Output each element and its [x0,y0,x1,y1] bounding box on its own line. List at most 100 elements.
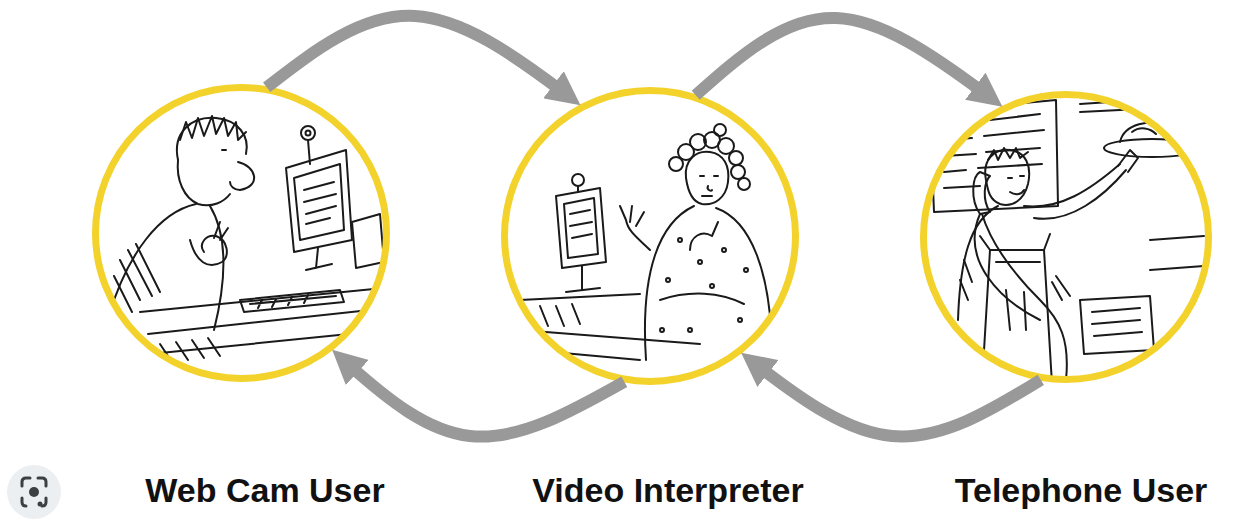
webcam-user-sketch [180,116,246,140]
yellow-ring [96,88,387,379]
interpreter-sketch [660,294,744,304]
lens-icon [7,465,61,519]
telephone-user-sketch [982,250,1052,384]
webcam-user-sketch [306,131,311,136]
interpreter-sketch [520,124,772,360]
interpreter-sketch [731,165,745,179]
interpreter-sketch [660,328,664,332]
interpreter-sketch [718,138,734,154]
telephone-user-sketch [1118,150,1138,172]
webcam-user-sketch [286,150,352,252]
interpreter-sketch [738,178,750,190]
telephone-user-sketch [973,172,990,214]
interpreter-sketch [520,294,700,360]
webcam-user-sketch [222,149,226,151]
telephone-user-sketch [1006,290,1026,330]
webcam-user-sketch [114,244,160,312]
webcam-user-sketch [230,162,254,190]
role-label: Web Cam User [145,470,384,510]
telephone-user-sketch [980,234,1050,262]
webcam-user-sketch [214,222,228,240]
telephone-user-sketch [982,214,1067,380]
interpreter-sketch [540,304,580,326]
webcam-user-sketch [250,295,336,308]
participant-circle: Video Interpreter [501,87,799,385]
interpreter-sketch [738,318,742,322]
interpreter-sketch [700,176,718,196]
label-group: Web Cam User [145,470,384,510]
telephone-user-sketch [1008,176,1024,194]
interpreter-sketch [722,248,726,252]
interpreter-sketch [669,157,683,171]
interpreter-sketch [690,134,706,150]
circle-outline [92,84,390,382]
interpreter-sketch [564,198,598,258]
lens-icon [38,502,43,507]
interpreter-sketch [678,144,694,160]
interpreter-sketch [620,206,650,250]
interpreter-sketch [704,132,720,148]
telephone-user-sketch [1034,170,1126,219]
telephone-user-sketch [1150,236,1204,270]
interpreter-sketch [698,260,702,264]
label-group: Telephone User [955,470,1208,510]
lens-icon [29,487,39,497]
role-label: Video Interpreter [532,470,803,510]
interpreter-sketch [729,151,743,165]
webcam-user-sketch [178,160,230,205]
interpreter-sketch [645,206,694,360]
webcam-user-sketch [240,290,344,312]
flow-arrow [332,350,624,437]
interpreter-sketch [556,188,606,268]
interpreter-sketch [714,124,726,136]
interpreter-sketch [710,284,714,288]
yellow-ring [924,95,1209,380]
interpreter-sketch [566,266,600,292]
participant-circle: Web Cam User [92,84,390,382]
lens-icon [7,465,61,519]
telephone-user-sketch [988,148,1028,160]
interpreter-sketch [690,222,718,250]
label-group: Video Interpreter [532,470,803,510]
webcam-user-sketch [294,164,344,240]
interpreter-sketch [570,210,592,238]
telephone-user-sketch [960,260,1070,300]
flow-arrow [267,16,581,105]
interpreter-sketch [678,238,682,242]
telephone-user-sketch [944,114,1044,188]
webcam-user-sketch [306,248,332,270]
webcam-user-sketch [352,214,384,268]
lens-icon [22,478,46,506]
telephone-user-sketch [1092,308,1142,336]
webcam-user-sketch [190,236,227,265]
webcam-user-sketch [301,126,315,140]
webcam-user-sketch [304,182,336,224]
interpreter-sketch [716,208,772,360]
webcam-user-sketch [308,140,310,164]
interpreter-sketch [688,328,692,332]
webcam-user-sketch [210,206,223,330]
telephone-user-sketch [1024,164,1120,207]
participant-circle: Telephone User [920,91,1212,383]
interpreter-sketch [577,186,579,192]
webcam-user-sketch [108,116,390,362]
yellow-ring [505,91,796,382]
webcam-user-sketch [108,204,196,318]
telephone-user-sketch [985,150,1029,205]
circle-outline [920,91,1212,383]
webcam-user-sketch [177,118,247,160]
flow-arrow [696,18,1003,107]
role-label: Telephone User [955,470,1208,510]
circle-outline [501,87,799,385]
telephone-user-sketch [1080,296,1154,354]
telephone-user-sketch [958,206,998,320]
interpreter-sketch [666,278,670,282]
interpreter-sketch [686,152,729,205]
interpreter-sketch [572,174,584,186]
flow-arrow [741,353,1041,437]
telephone-user-sketch [975,214,1040,320]
